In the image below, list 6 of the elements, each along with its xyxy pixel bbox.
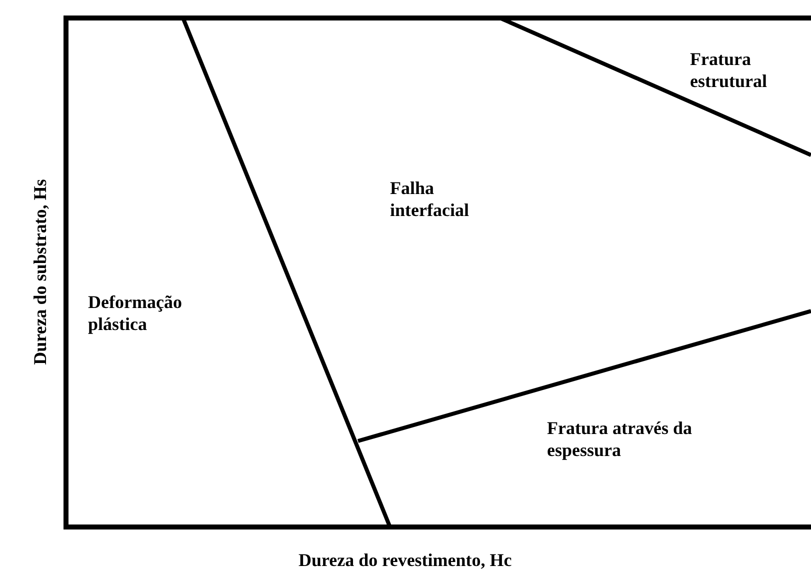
region-label: Fratura através da espessura [547, 417, 693, 461]
region-label: Falha interfacial [390, 177, 470, 221]
region-label: Fratura estrutural [690, 48, 768, 92]
axis-title: Dureza do revestimento, Hc [298, 549, 512, 571]
axis-title: Dureza do substrato, Hs [28, 179, 51, 365]
region-label: Deformação plástica [88, 291, 183, 335]
